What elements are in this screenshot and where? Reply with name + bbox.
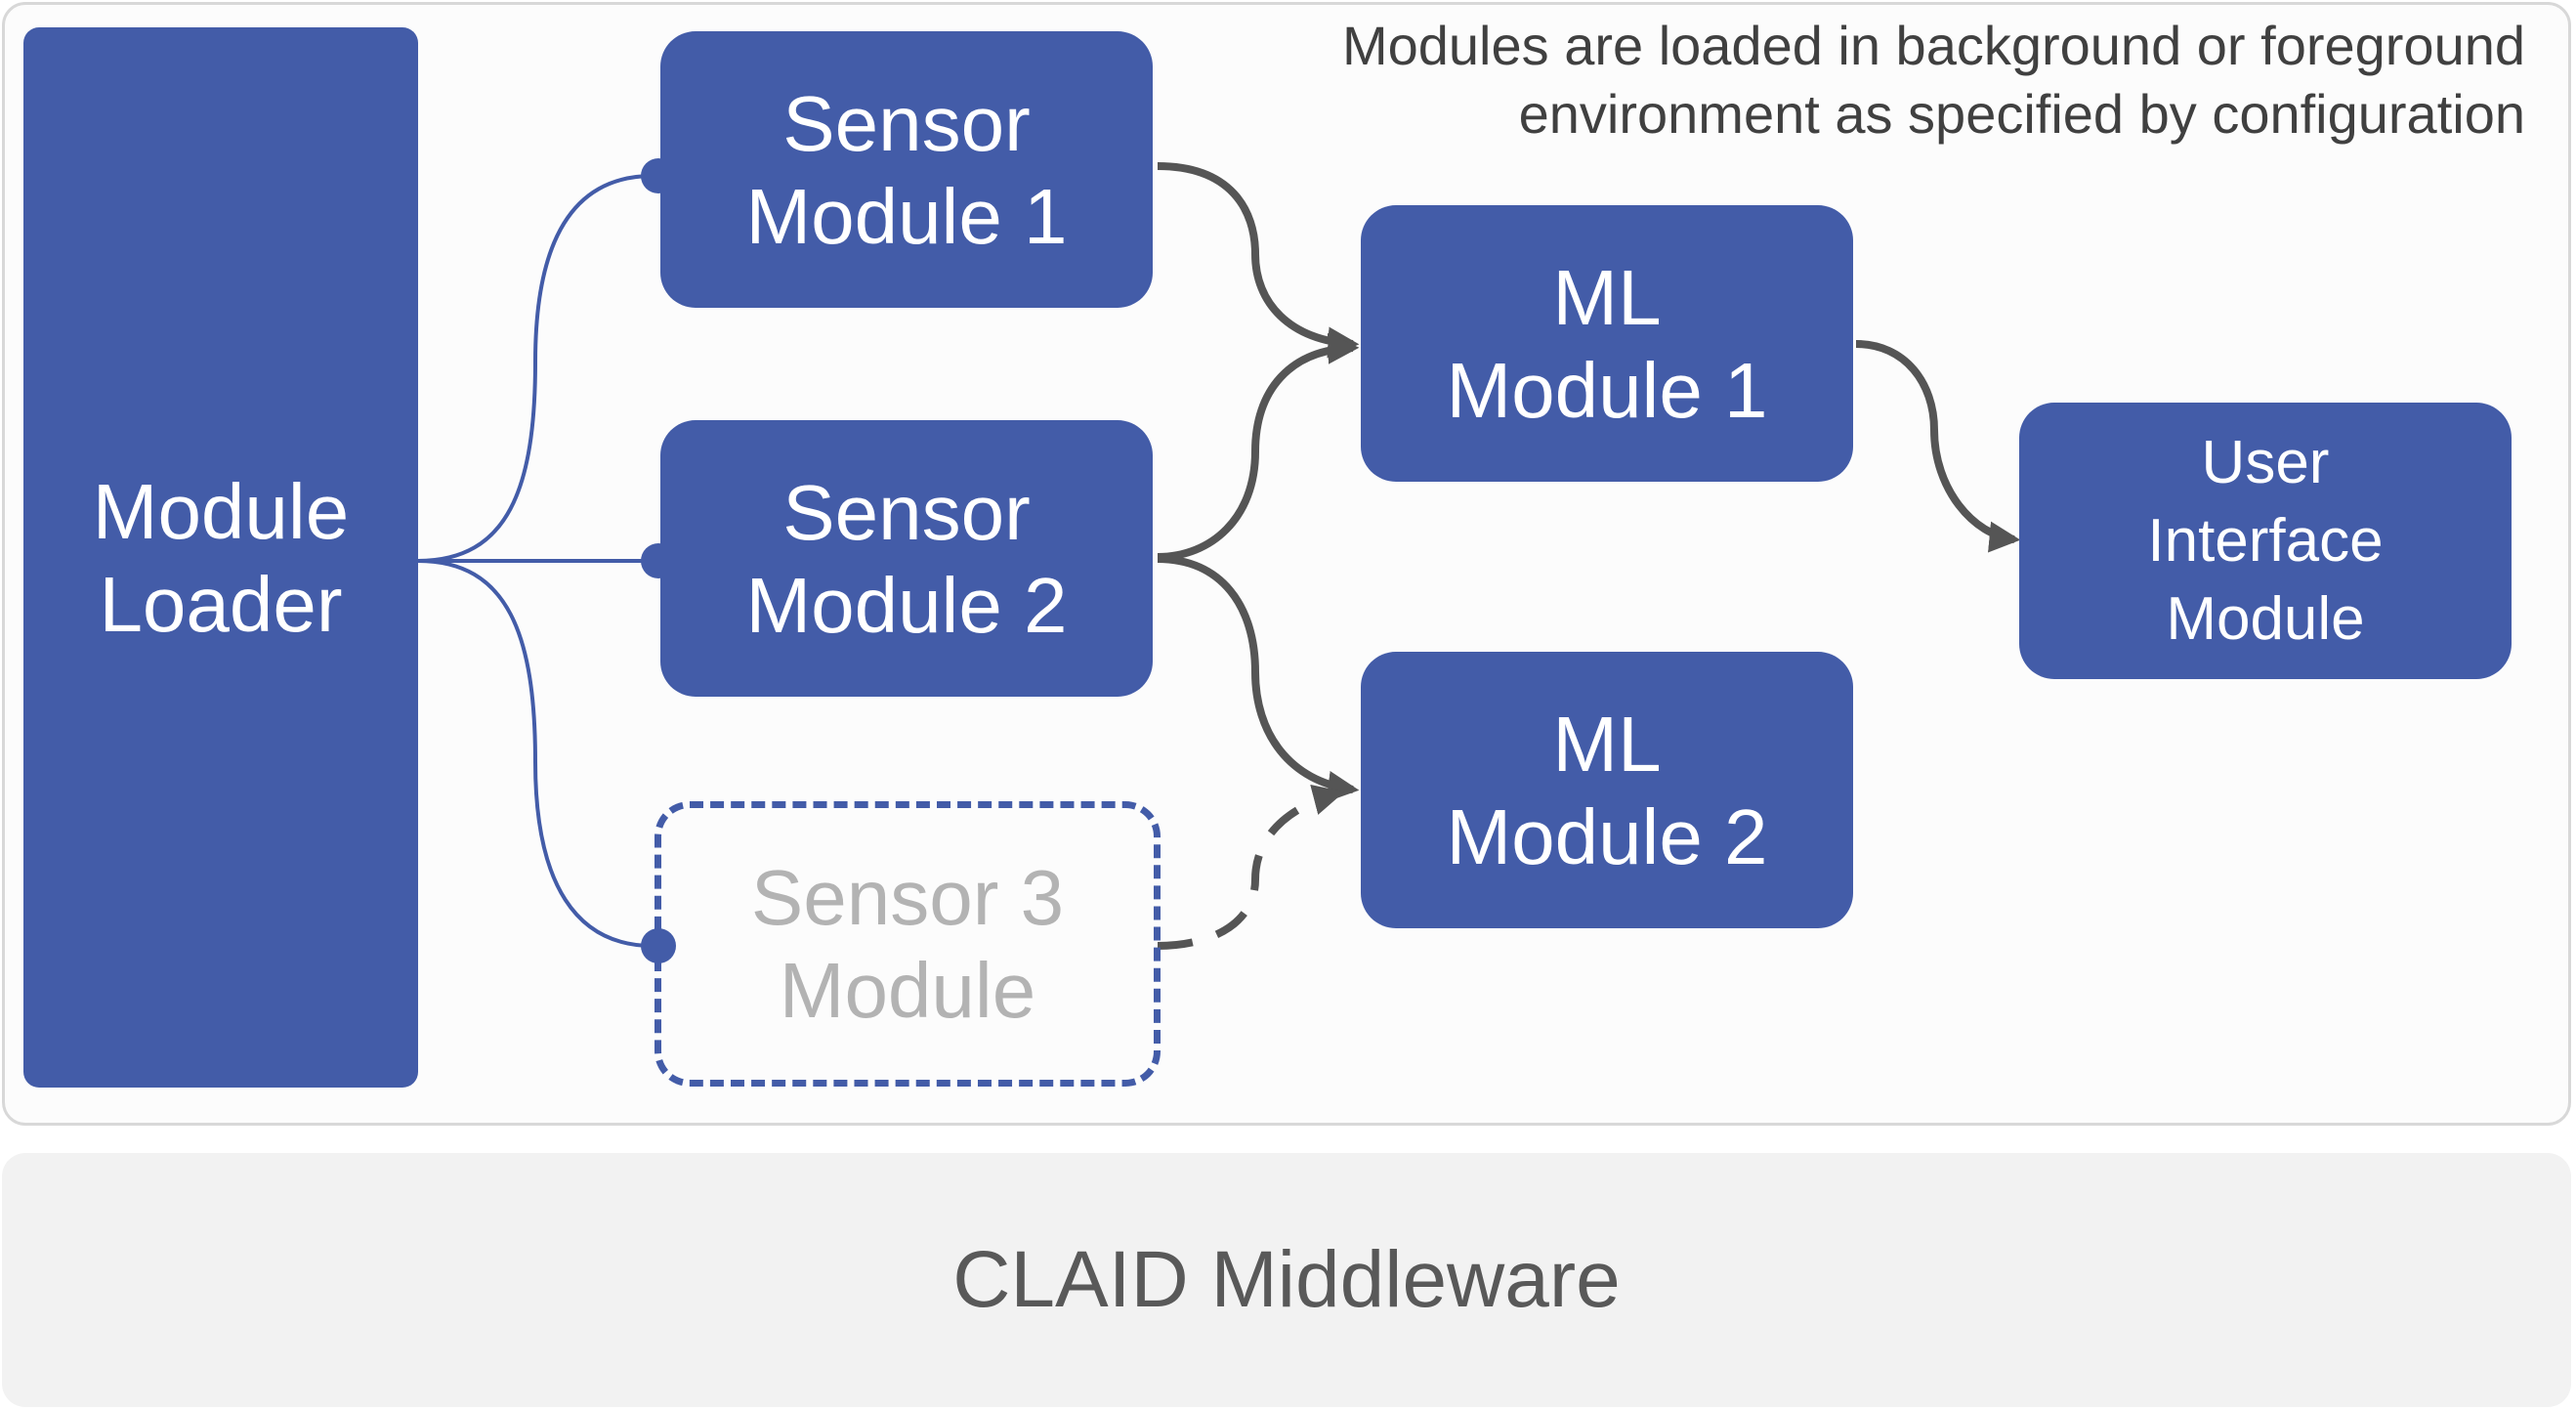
note-line-2: environment as specified by configuratio…	[1518, 83, 2525, 145]
sensor-module-3-box: Sensor 3 Module	[655, 801, 1161, 1087]
sensor-module-2-box: Sensor Module 2	[660, 420, 1153, 697]
sensor-module-2-label-line2: Module 2	[745, 561, 1068, 649]
sensor-module-1-label-line1: Sensor	[782, 79, 1031, 167]
sensor2-to-ml2-arrow	[1157, 555, 1360, 802]
note-line-1: Modules are loaded in background or fore…	[1341, 15, 2525, 76]
sensor-module-1-box: Sensor Module 1	[660, 31, 1153, 308]
ml-module-1-label-line1: ML	[1552, 253, 1662, 341]
ml1-to-ui-arrow	[1855, 340, 2021, 553]
claid-middleware-label: CLAID Middleware	[952, 1235, 1621, 1324]
sensor3-to-ml2-dashed-arrow	[1157, 784, 1345, 950]
loader-to-sensor3-connector	[417, 559, 654, 948]
loader-to-sensor1-connector	[417, 174, 654, 563]
ml-module-1-label-line2: Module 1	[1446, 346, 1768, 434]
user-interface-module-label-line2: Interface	[2147, 506, 2384, 575]
module-loader-label-line2: Loader	[99, 560, 343, 648]
user-interface-module-label-line3: Module	[2166, 584, 2365, 653]
ml-module-1-box: ML Module 1	[1361, 205, 1853, 482]
sensor-module-1-label-line2: Module 1	[745, 172, 1068, 260]
configuration-note: Modules are loaded in background or fore…	[1060, 12, 2525, 149]
ml-module-2-label-line1: ML	[1552, 700, 1662, 788]
sensor-module-3-label-line2: Module	[779, 947, 1036, 1034]
sensor-module-2-label-line1: Sensor	[782, 468, 1031, 556]
module-loader-label-line1: Module	[92, 467, 350, 555]
sensor1-to-ml1-arrow	[1157, 162, 1360, 359]
module-loader-box: Module Loader	[23, 27, 418, 1088]
user-interface-module-label-line1: User	[2201, 428, 2330, 496]
sensor2-to-ml1-arrow	[1157, 332, 1360, 561]
ml-module-2-label-line2: Module 2	[1446, 792, 1768, 880]
ml-module-2-box: ML Module 2	[1361, 652, 1853, 928]
user-interface-module-box: User Interface Module	[2019, 403, 2512, 679]
sensor-module-3-label-line1: Sensor 3	[750, 854, 1065, 941]
claid-middleware-bar: CLAID Middleware	[2, 1153, 2571, 1407]
